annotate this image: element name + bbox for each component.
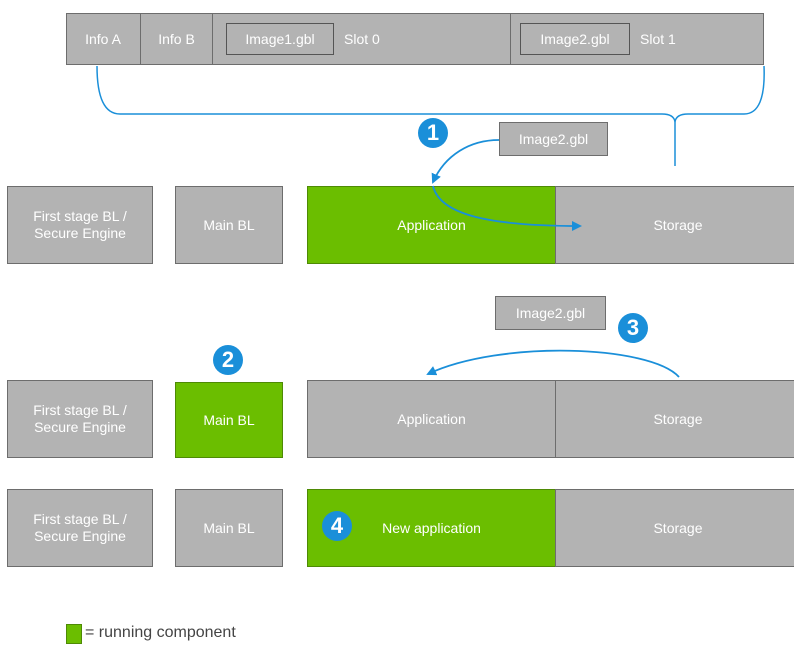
main-bl-label: Main BL [203, 519, 255, 536]
image1-label: Image1.gbl [245, 31, 315, 47]
main-bl-label: Main BL [203, 411, 255, 428]
first-stage-line2: Secure Engine [34, 419, 126, 435]
image1-file-box: Image1.gbl [226, 23, 334, 55]
arrow-storage-to-app [426, 349, 680, 378]
legend-swatch [66, 624, 82, 644]
new-application-label: New application [382, 519, 481, 536]
first-stage-line1: First stage BL / [33, 402, 127, 418]
image2-storage-tag: Image2.gbl [495, 296, 606, 330]
first-stage-line1: First stage BL / [33, 208, 127, 224]
image2-upload-label: Image2.gbl [518, 131, 589, 147]
flash-layout-bar [66, 13, 764, 65]
step-badge-2: 2 [213, 345, 243, 375]
main-bl-box: Main BL [175, 186, 283, 264]
step-badge-4: 4 [322, 511, 352, 541]
step-2-number: 2 [221, 347, 235, 372]
info-b-label: Info B [158, 31, 195, 47]
first-stage-line2: Secure Engine [34, 528, 126, 544]
image2-upload-tag: Image2.gbl [499, 122, 608, 156]
image2-storage-label: Image2.gbl [515, 305, 586, 321]
slot-brace [96, 65, 765, 123]
storage-box: Storage [555, 186, 794, 264]
first-stage-bl-box: First stage BL / Secure Engine [7, 380, 153, 458]
info-a-label: Info A [85, 31, 121, 47]
main-bl-box-running: Main BL [175, 382, 283, 458]
first-stage-bl-box: First stage BL / Secure Engine [7, 489, 153, 567]
slot0-label: Slot 0 [344, 31, 380, 47]
info-b-segment: Info B [140, 13, 212, 65]
application-label: Application [397, 216, 466, 233]
first-stage-bl-box: First stage BL / Secure Engine [7, 186, 153, 264]
slot1-label: Slot 1 [640, 31, 676, 47]
first-stage-line2: Secure Engine [34, 225, 126, 241]
application-box: Application [307, 380, 556, 458]
first-stage-line1: First stage BL / [33, 511, 127, 527]
arrow-app-to-storage [432, 185, 582, 231]
application-label: Application [397, 410, 466, 427]
main-bl-label: Main BL [203, 216, 255, 233]
storage-label: Storage [653, 410, 703, 427]
legend-text: = running component [85, 624, 236, 641]
slot1-segment [510, 13, 764, 65]
step-3-number: 3 [626, 315, 640, 340]
info-a-segment: Info A [66, 13, 140, 65]
image2-label: Image2.gbl [540, 31, 610, 47]
main-bl-box: Main BL [175, 489, 283, 567]
storage-label: Storage [653, 519, 703, 536]
image2-file-box: Image2.gbl [520, 23, 630, 55]
application-box-running: Application [307, 186, 556, 264]
step-badge-1: 1 [418, 118, 448, 148]
storage-label: Storage [653, 216, 703, 233]
storage-box: Storage [555, 380, 794, 458]
arrow-upload-to-app [431, 139, 500, 184]
step-4-number: 4 [330, 513, 344, 538]
storage-box: Storage [555, 489, 794, 567]
slot0-segment [212, 13, 510, 65]
step-badge-3: 3 [618, 313, 648, 343]
step-1-number: 1 [426, 120, 440, 145]
